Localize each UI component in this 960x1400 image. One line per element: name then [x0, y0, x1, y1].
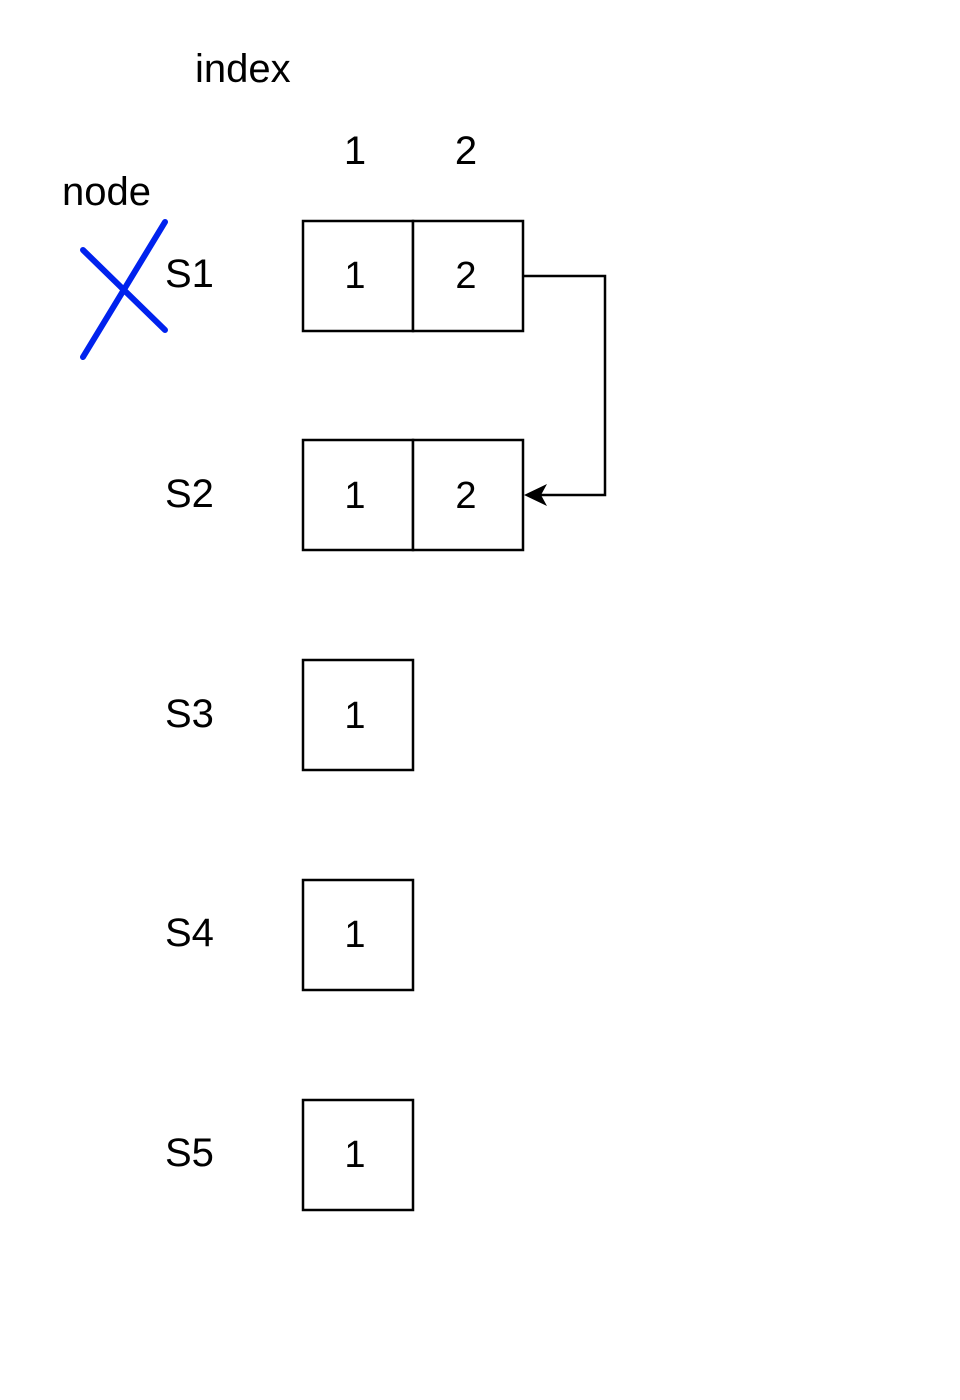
node-row-s2: S2 1 2: [165, 438, 525, 552]
arrowhead-icon: [524, 484, 547, 506]
node-label-s1: S1: [165, 252, 214, 296]
node-label-s2: S2: [165, 472, 214, 516]
node-row-s3: S3 1: [165, 658, 415, 772]
cross-out-icon: [80, 219, 168, 360]
log-entry-s1-2: [411, 219, 525, 333]
replication-arrow: [523, 274, 607, 506]
index-number-2: 2: [455, 129, 477, 173]
log-entry-s5-1-text: 1: [344, 1134, 365, 1176]
log-entry-s4-1-text: 1: [344, 914, 365, 956]
log-entry-s3-1-text: 1: [344, 695, 365, 737]
log-entry-s1-2-text: 2: [455, 255, 476, 297]
index-number-1: 1: [344, 129, 366, 173]
index-header: index: [195, 47, 291, 91]
node-label-s5: S5: [165, 1131, 214, 1175]
node-row-s1: S1 1 2: [80, 219, 525, 360]
node-label-s3: S3: [165, 692, 214, 736]
node-row-s4: S4 1: [165, 878, 415, 992]
log-entry-s2-1-text: 1: [344, 475, 365, 517]
node-label-s4: S4: [165, 911, 214, 955]
node-row-s5: S5 1: [165, 1098, 415, 1212]
log-entry-s1-1-text: 1: [344, 255, 365, 297]
log-entry-s5-1: [301, 1098, 415, 1212]
replication-arrow-line: [523, 274, 607, 497]
log-entry-s2-1: [301, 438, 415, 552]
log-entry-s4-1: [301, 878, 415, 992]
log-entry-s3-1: [301, 658, 415, 772]
log-entry-s2-2-text: 2: [455, 475, 476, 517]
node-header: node: [62, 170, 151, 214]
log-entry-s2-2: [411, 438, 525, 552]
